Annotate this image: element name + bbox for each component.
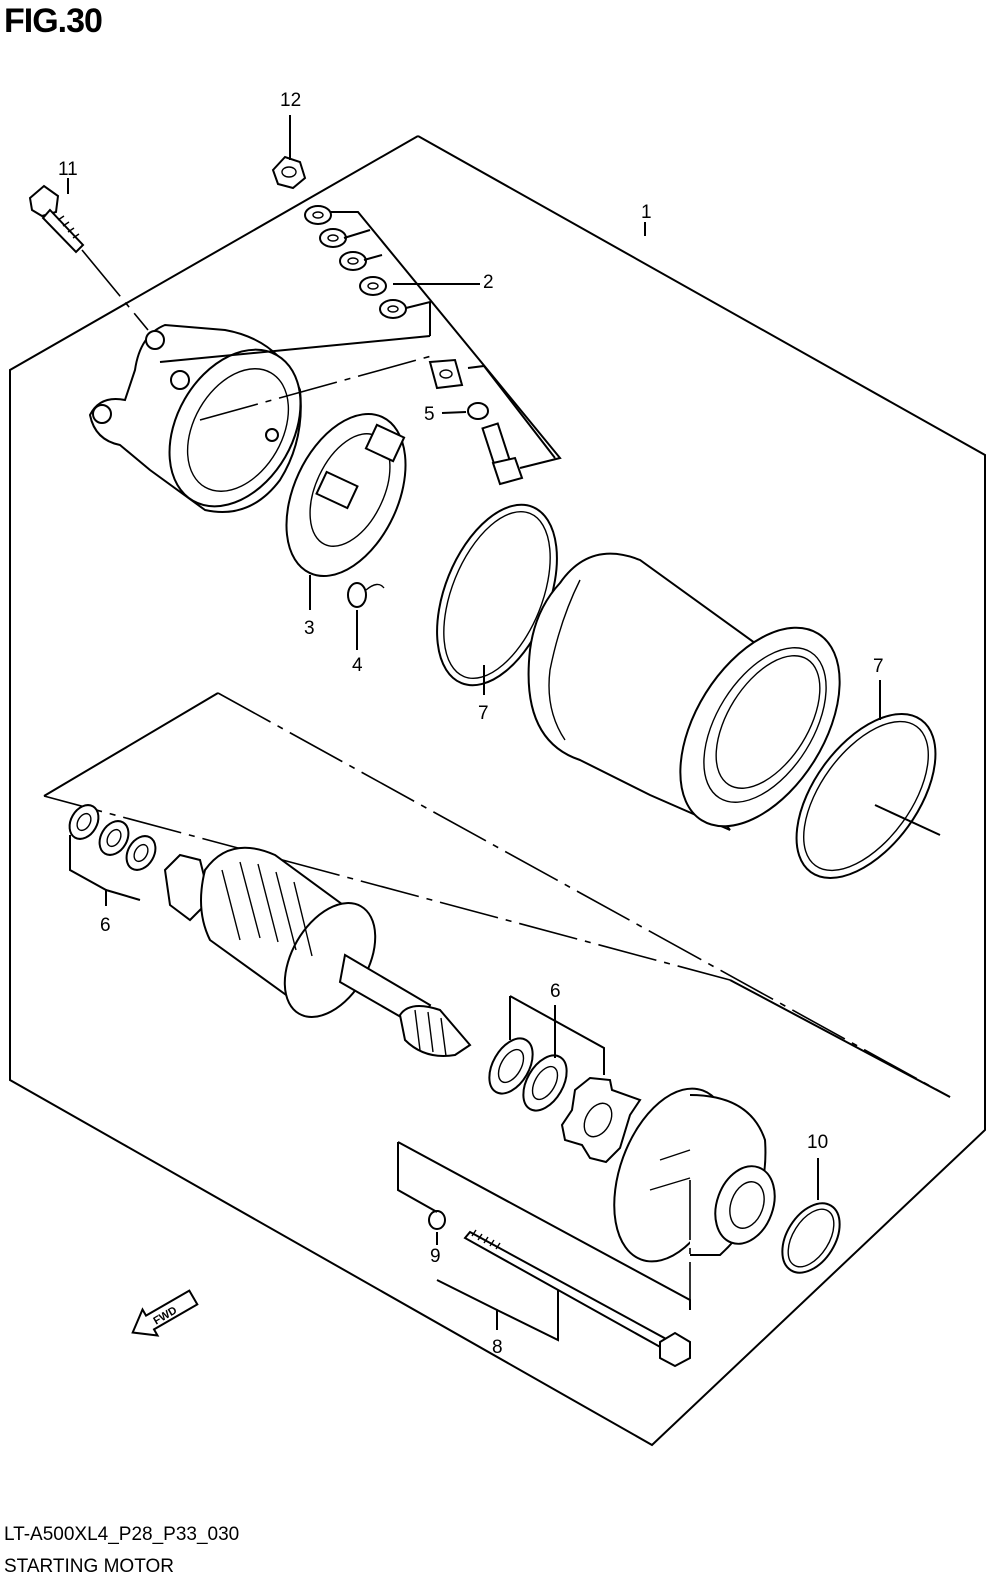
callout-1: 1 [641, 202, 652, 223]
rear-cover [88, 323, 302, 513]
through-bolt-long [463, 1229, 691, 1368]
nut [271, 155, 307, 190]
callout-10: 10 [807, 1132, 828, 1153]
through-bolt-short [28, 184, 85, 254]
callout-8: 8 [492, 1337, 503, 1358]
callout-11: 11 [58, 159, 78, 180]
assembly-outline [9, 135, 986, 1447]
o-ring-right [795, 713, 937, 879]
armature-group-outline [43, 692, 951, 1098]
callout-7-right: 7 [873, 656, 884, 677]
callout-6-right: 6 [550, 981, 561, 1002]
washer-stack [304, 205, 464, 390]
leader-lines [67, 115, 941, 1342]
terminal-bolt [481, 422, 524, 486]
callout-5: 5 [424, 404, 435, 425]
washers-left [68, 804, 157, 871]
o-ring-bolt [428, 1210, 446, 1230]
brush [347, 582, 385, 608]
fwd-arrow: FWD [131, 1289, 199, 1337]
washers-right [488, 1037, 568, 1112]
yoke-housing [527, 552, 841, 831]
lock-plate [560, 1076, 642, 1164]
callout-6-left: 6 [100, 915, 111, 936]
callout-12: 12 [280, 90, 301, 111]
armature [163, 846, 472, 1057]
figure-title: FIG.30 [4, 2, 103, 40]
callout-9: 9 [430, 1246, 441, 1267]
o-ring-small [467, 402, 489, 420]
callout-4: 4 [352, 655, 363, 676]
callout-2: 2 [483, 272, 494, 293]
callout-3: 3 [304, 618, 315, 639]
figure-name: STARTING MOTOR [4, 1556, 174, 1577]
o-ring-front [781, 1202, 841, 1274]
callouts: 1 2 3 4 5 6 6 7 7 8 9 10 11 12 [58, 90, 884, 1358]
model-code: LT-A500XL4_P28_P33_030 [4, 1524, 240, 1545]
callout-7-left: 7 [478, 703, 489, 724]
brush-plate [285, 413, 407, 577]
front-cover [613, 1087, 776, 1263]
